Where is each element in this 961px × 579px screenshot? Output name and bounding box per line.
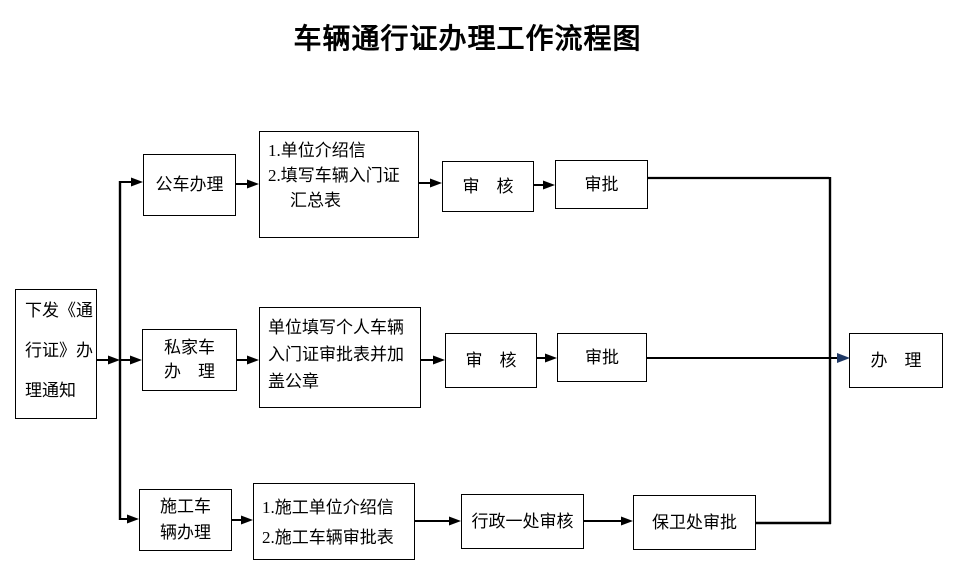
arrowhead-into-public-docs	[247, 179, 259, 189]
node-label: 1.单位介绍信	[268, 141, 366, 160]
arrowhead-into-private-approve	[545, 353, 557, 363]
arrowhead-into-construction	[127, 514, 139, 524]
arrowhead-into-private-docs	[247, 355, 259, 365]
arrowhead-into-public-review	[430, 178, 442, 188]
page-title: 车辆通行证办理工作流程图	[293, 24, 642, 55]
node-public-docs: 1.单位介绍信 2.填写车辆入门证 汇总表	[259, 131, 419, 238]
arrowhead-into-public-approve	[543, 180, 555, 190]
node-label: 办 理	[870, 350, 922, 370]
arrowhead-into-trunk	[108, 355, 120, 365]
node-final-process: 办 理	[849, 333, 943, 388]
node-issue-notice: 下发《通 行证》办 理通知	[15, 289, 97, 419]
arrowhead-into-private-review	[433, 355, 445, 365]
node-label: 审批	[585, 347, 619, 367]
arrowhead-into-construction-docs	[241, 515, 253, 525]
node-label: 行证》办	[25, 341, 93, 360]
node-label: 施工车	[160, 497, 211, 516]
arrowhead-into-construction-review	[449, 516, 461, 526]
node-label: 下发《通	[25, 301, 93, 320]
node-public-review: 审 核	[442, 161, 534, 212]
node-public-approve: 审批	[555, 160, 648, 209]
node-label: 汇总表	[290, 191, 341, 210]
node-label: 办 理	[164, 362, 215, 381]
node-label: 审批	[584, 174, 619, 194]
node-construction-docs: 1.施工单位介绍信 2.施工车辆审批表	[253, 483, 415, 560]
node-label: 2.施工车辆审批表	[262, 528, 394, 547]
node-label: 行政一处审核	[471, 511, 574, 531]
arrowhead-into-public	[131, 177, 143, 187]
node-public-vehicle: 公车办理	[143, 154, 236, 216]
node-label: 入门证审批表并加	[268, 345, 404, 364]
node-label: 盖公章	[268, 372, 319, 391]
node-label: 理通知	[25, 381, 76, 400]
node-label: 保卫处审批	[652, 512, 737, 532]
node-private-review: 审 核	[445, 333, 537, 388]
node-private-docs: 单位填写个人车辆 入门证审批表并加 盖公章	[259, 307, 421, 408]
arrowhead-into-private	[130, 355, 142, 365]
arrowhead-into-construction-approve	[621, 516, 633, 526]
node-label: 1.施工单位介绍信	[262, 498, 394, 517]
node-construction-approve: 保卫处审批	[633, 495, 756, 550]
node-label: 公车办理	[155, 175, 224, 194]
node-label: 辆办理	[160, 523, 211, 542]
node-label: 审 核	[462, 176, 514, 196]
node-construction-review: 行政一处审核	[461, 494, 584, 549]
node-label: 审 核	[465, 350, 517, 370]
node-private-vehicle: 私家车 办 理	[142, 329, 237, 391]
node-private-approve: 审批	[557, 333, 647, 382]
node-label: 私家车	[164, 338, 215, 357]
node-label: 单位填写个人车辆	[268, 318, 404, 337]
node-construction-vehicle: 施工车 辆办理	[139, 489, 232, 551]
node-label: 2.填写车辆入门证	[268, 166, 400, 185]
